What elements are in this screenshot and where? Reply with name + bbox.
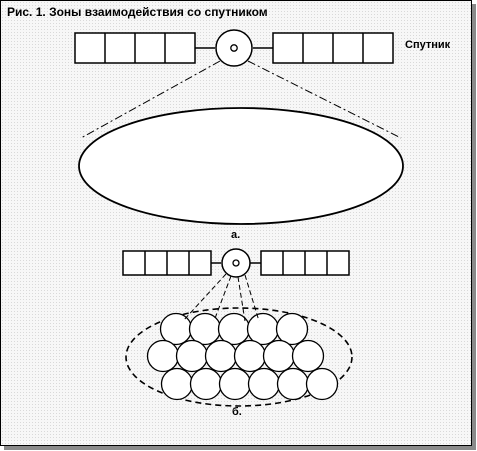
spot-beam xyxy=(218,367,252,401)
beam-lines-b xyxy=(182,273,260,322)
spot-beam xyxy=(262,339,296,373)
beam-edge-b xyxy=(244,274,260,322)
spot-beam xyxy=(246,312,280,346)
coverage-zone-b xyxy=(125,307,353,407)
spot-beam xyxy=(291,339,325,373)
spot-beam xyxy=(159,312,193,346)
beam-edge-right-a xyxy=(247,60,402,139)
spot-beam xyxy=(160,367,194,401)
beam-edge-left-a xyxy=(80,60,221,139)
spot-beams xyxy=(146,312,339,401)
spot-beam xyxy=(247,367,281,401)
satellite-b xyxy=(122,248,350,278)
spot-beam xyxy=(233,339,267,373)
figure-title: Рис. 1. Зоны взаимодействия со спутником xyxy=(7,5,268,19)
satellite-body-icon xyxy=(221,248,251,278)
caption-a: а. xyxy=(231,229,241,241)
satellite-a xyxy=(74,29,394,67)
spot-beam xyxy=(305,367,339,401)
solar-panel-right-a xyxy=(272,32,394,64)
spot-beam xyxy=(175,339,209,373)
solar-panel-left-a xyxy=(74,32,196,64)
spot-beam xyxy=(275,312,309,346)
solar-panel-right-b xyxy=(260,250,350,276)
caption-b: б. xyxy=(232,406,242,418)
spot-beam xyxy=(188,312,222,346)
spot-beam xyxy=(189,367,223,401)
satellite-body-icon xyxy=(215,29,253,67)
diagram-canvas xyxy=(74,29,404,407)
spot-beam xyxy=(276,367,310,401)
antenna-dot xyxy=(232,259,240,267)
spot-beam xyxy=(204,339,238,373)
beam-edge-b xyxy=(213,275,232,322)
satellite-label: Спутник xyxy=(405,39,451,51)
beam-lines-a xyxy=(80,60,402,139)
solar-panel-left-b xyxy=(122,250,212,276)
antenna-dot xyxy=(230,44,238,52)
coverage-zone-a xyxy=(78,107,404,225)
figure-frame: Рис. 1. Зоны взаимодействия со спутником… xyxy=(0,0,472,446)
spot-beam xyxy=(146,339,180,373)
beam-edge-b xyxy=(182,273,227,322)
